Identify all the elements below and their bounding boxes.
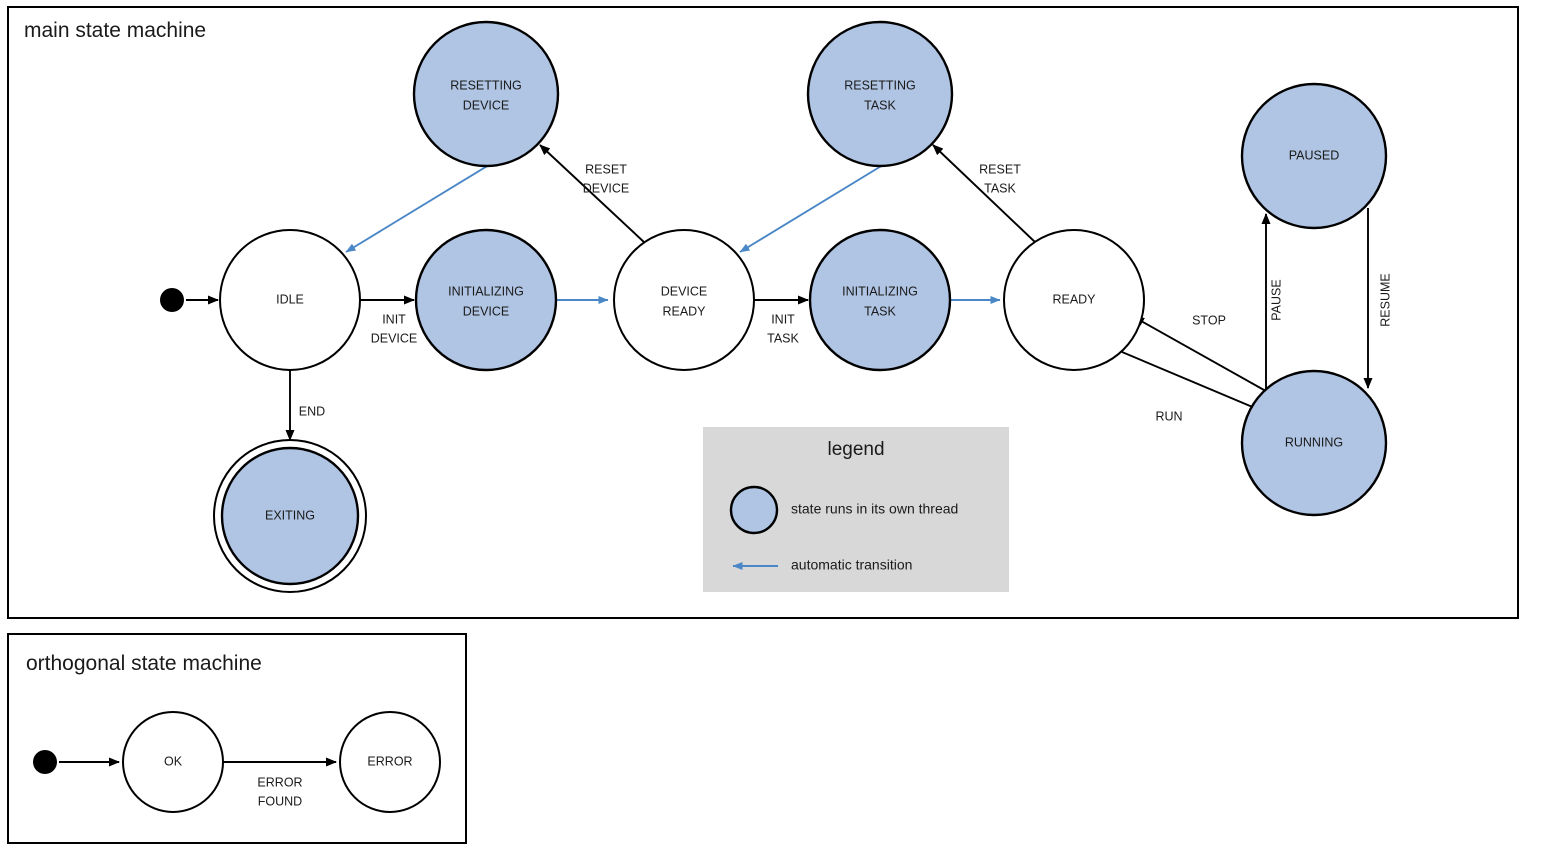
state-paused[interactable]: PAUSED (1240, 82, 1388, 230)
legend-item-thread-state: state runs in its own thread (729, 485, 958, 535)
state-error-label: ERROR (367, 754, 412, 768)
state-idle-label: IDLE (276, 292, 304, 306)
state-ok-label: OK (164, 754, 183, 768)
svg-text:FOUND: FOUND (258, 794, 302, 808)
state-initializing-device-label-line2: DEVICE (463, 304, 510, 318)
state-running-shape (1240, 369, 1388, 517)
state-resetting-task-shape (806, 20, 954, 168)
edge-ready-to-running (1121, 351, 1263, 412)
state-initializing-device-label-line1: INITIALIZING (448, 284, 524, 298)
edge-label-reset-device: RESET DEVICE (583, 162, 630, 195)
svg-text:RESET: RESET (979, 162, 1021, 176)
state-ready[interactable]: READY (1003, 229, 1145, 371)
edge-label-init-task: INIT TASK (767, 312, 799, 345)
state-running[interactable]: RUNNING (1240, 369, 1388, 517)
state-initializing-task-label-line2: TASK (864, 304, 896, 318)
edge-ready-to-resetting-task (932, 144, 1037, 244)
main-frame-title: main state machine (24, 19, 206, 42)
state-initializing-task[interactable]: INITIALIZING TASK (808, 228, 952, 372)
state-initializing-task-shape (808, 228, 952, 372)
legend-automatic-transition-text: automatic transition (791, 557, 912, 573)
legend-title: legend (827, 439, 884, 460)
state-idle[interactable]: IDLE (219, 229, 361, 371)
svg-text:ERROR: ERROR (257, 775, 302, 789)
edge-label-stop: STOP (1192, 313, 1226, 327)
state-exiting[interactable]: EXITING (213, 439, 367, 593)
state-resetting-device-label-line2: DEVICE (463, 98, 510, 112)
state-device-ready-shape (613, 229, 755, 371)
state-ok-shape (122, 711, 224, 813)
state-idle-shape (219, 229, 361, 371)
state-error-shape (339, 711, 441, 813)
state-device-ready[interactable]: DEVICE READY (613, 229, 755, 371)
legend-thread-state-circle-icon (729, 485, 779, 535)
state-initializing-task-label-line1: INITIALIZING (842, 284, 918, 298)
svg-text:TASK: TASK (984, 181, 1016, 195)
edge-label-pause: PAUSE (1269, 279, 1283, 320)
orthogonal-state-machine-frame: orthogonal state machine ERROR FOUND OK … (7, 633, 467, 844)
state-resetting-task[interactable]: RESETTING TASK (806, 20, 954, 168)
state-resetting-device-label-line1: RESETTING (450, 78, 522, 92)
state-initializing-device[interactable]: INITIALIZING DEVICE (414, 228, 558, 372)
start-marker-orthogonal (33, 750, 57, 774)
edge-label-error-found: ERROR FOUND (257, 775, 302, 808)
edge-label-resume: RESUME (1378, 273, 1392, 326)
state-ready-shape (1003, 229, 1145, 371)
main-state-machine-frame: main state machine INIT DEVICE RESET DEV… (7, 6, 1519, 619)
state-exiting-label: EXITING (265, 508, 315, 522)
svg-text:INIT: INIT (382, 312, 406, 326)
state-error[interactable]: ERROR (339, 711, 441, 813)
state-resetting-device-shape (412, 20, 560, 168)
state-device-ready-label-line2: READY (662, 304, 706, 318)
state-resetting-task-label-line1: RESETTING (844, 78, 916, 92)
state-running-label: RUNNING (1285, 435, 1343, 449)
legend: legend state runs in its own thread auto… (703, 427, 1009, 592)
legend-thread-state-text: state runs in its own thread (791, 501, 958, 517)
svg-text:RESET: RESET (585, 162, 627, 176)
state-resetting-task-label-line2: TASK (864, 98, 896, 112)
state-exiting-shape (220, 446, 360, 586)
state-paused-label: PAUSED (1289, 148, 1339, 162)
state-ready-label: READY (1052, 292, 1096, 306)
edge-label-end: END (299, 404, 325, 418)
svg-text:INIT: INIT (771, 312, 795, 326)
edge-label-run: RUN (1155, 409, 1182, 423)
orthogonal-frame-title: orthogonal state machine (26, 652, 262, 675)
edge-device-ready-to-resetting-device (539, 144, 646, 244)
svg-text:TASK: TASK (767, 331, 799, 345)
state-device-ready-label-line1: DEVICE (661, 284, 708, 298)
state-paused-shape (1240, 82, 1388, 230)
state-initializing-device-shape (414, 228, 558, 372)
edge-running-to-ready (1133, 316, 1265, 391)
edge-label-reset-task: RESET TASK (979, 162, 1021, 195)
svg-text:DEVICE: DEVICE (371, 331, 418, 345)
start-marker-main (160, 288, 184, 312)
legend-item-automatic-transition: automatic transition (732, 557, 912, 573)
state-ok[interactable]: OK (122, 711, 224, 813)
edge-label-init-device: INIT DEVICE (371, 312, 418, 345)
svg-text:DEVICE: DEVICE (583, 181, 630, 195)
state-resetting-device[interactable]: RESETTING DEVICE (412, 20, 560, 168)
